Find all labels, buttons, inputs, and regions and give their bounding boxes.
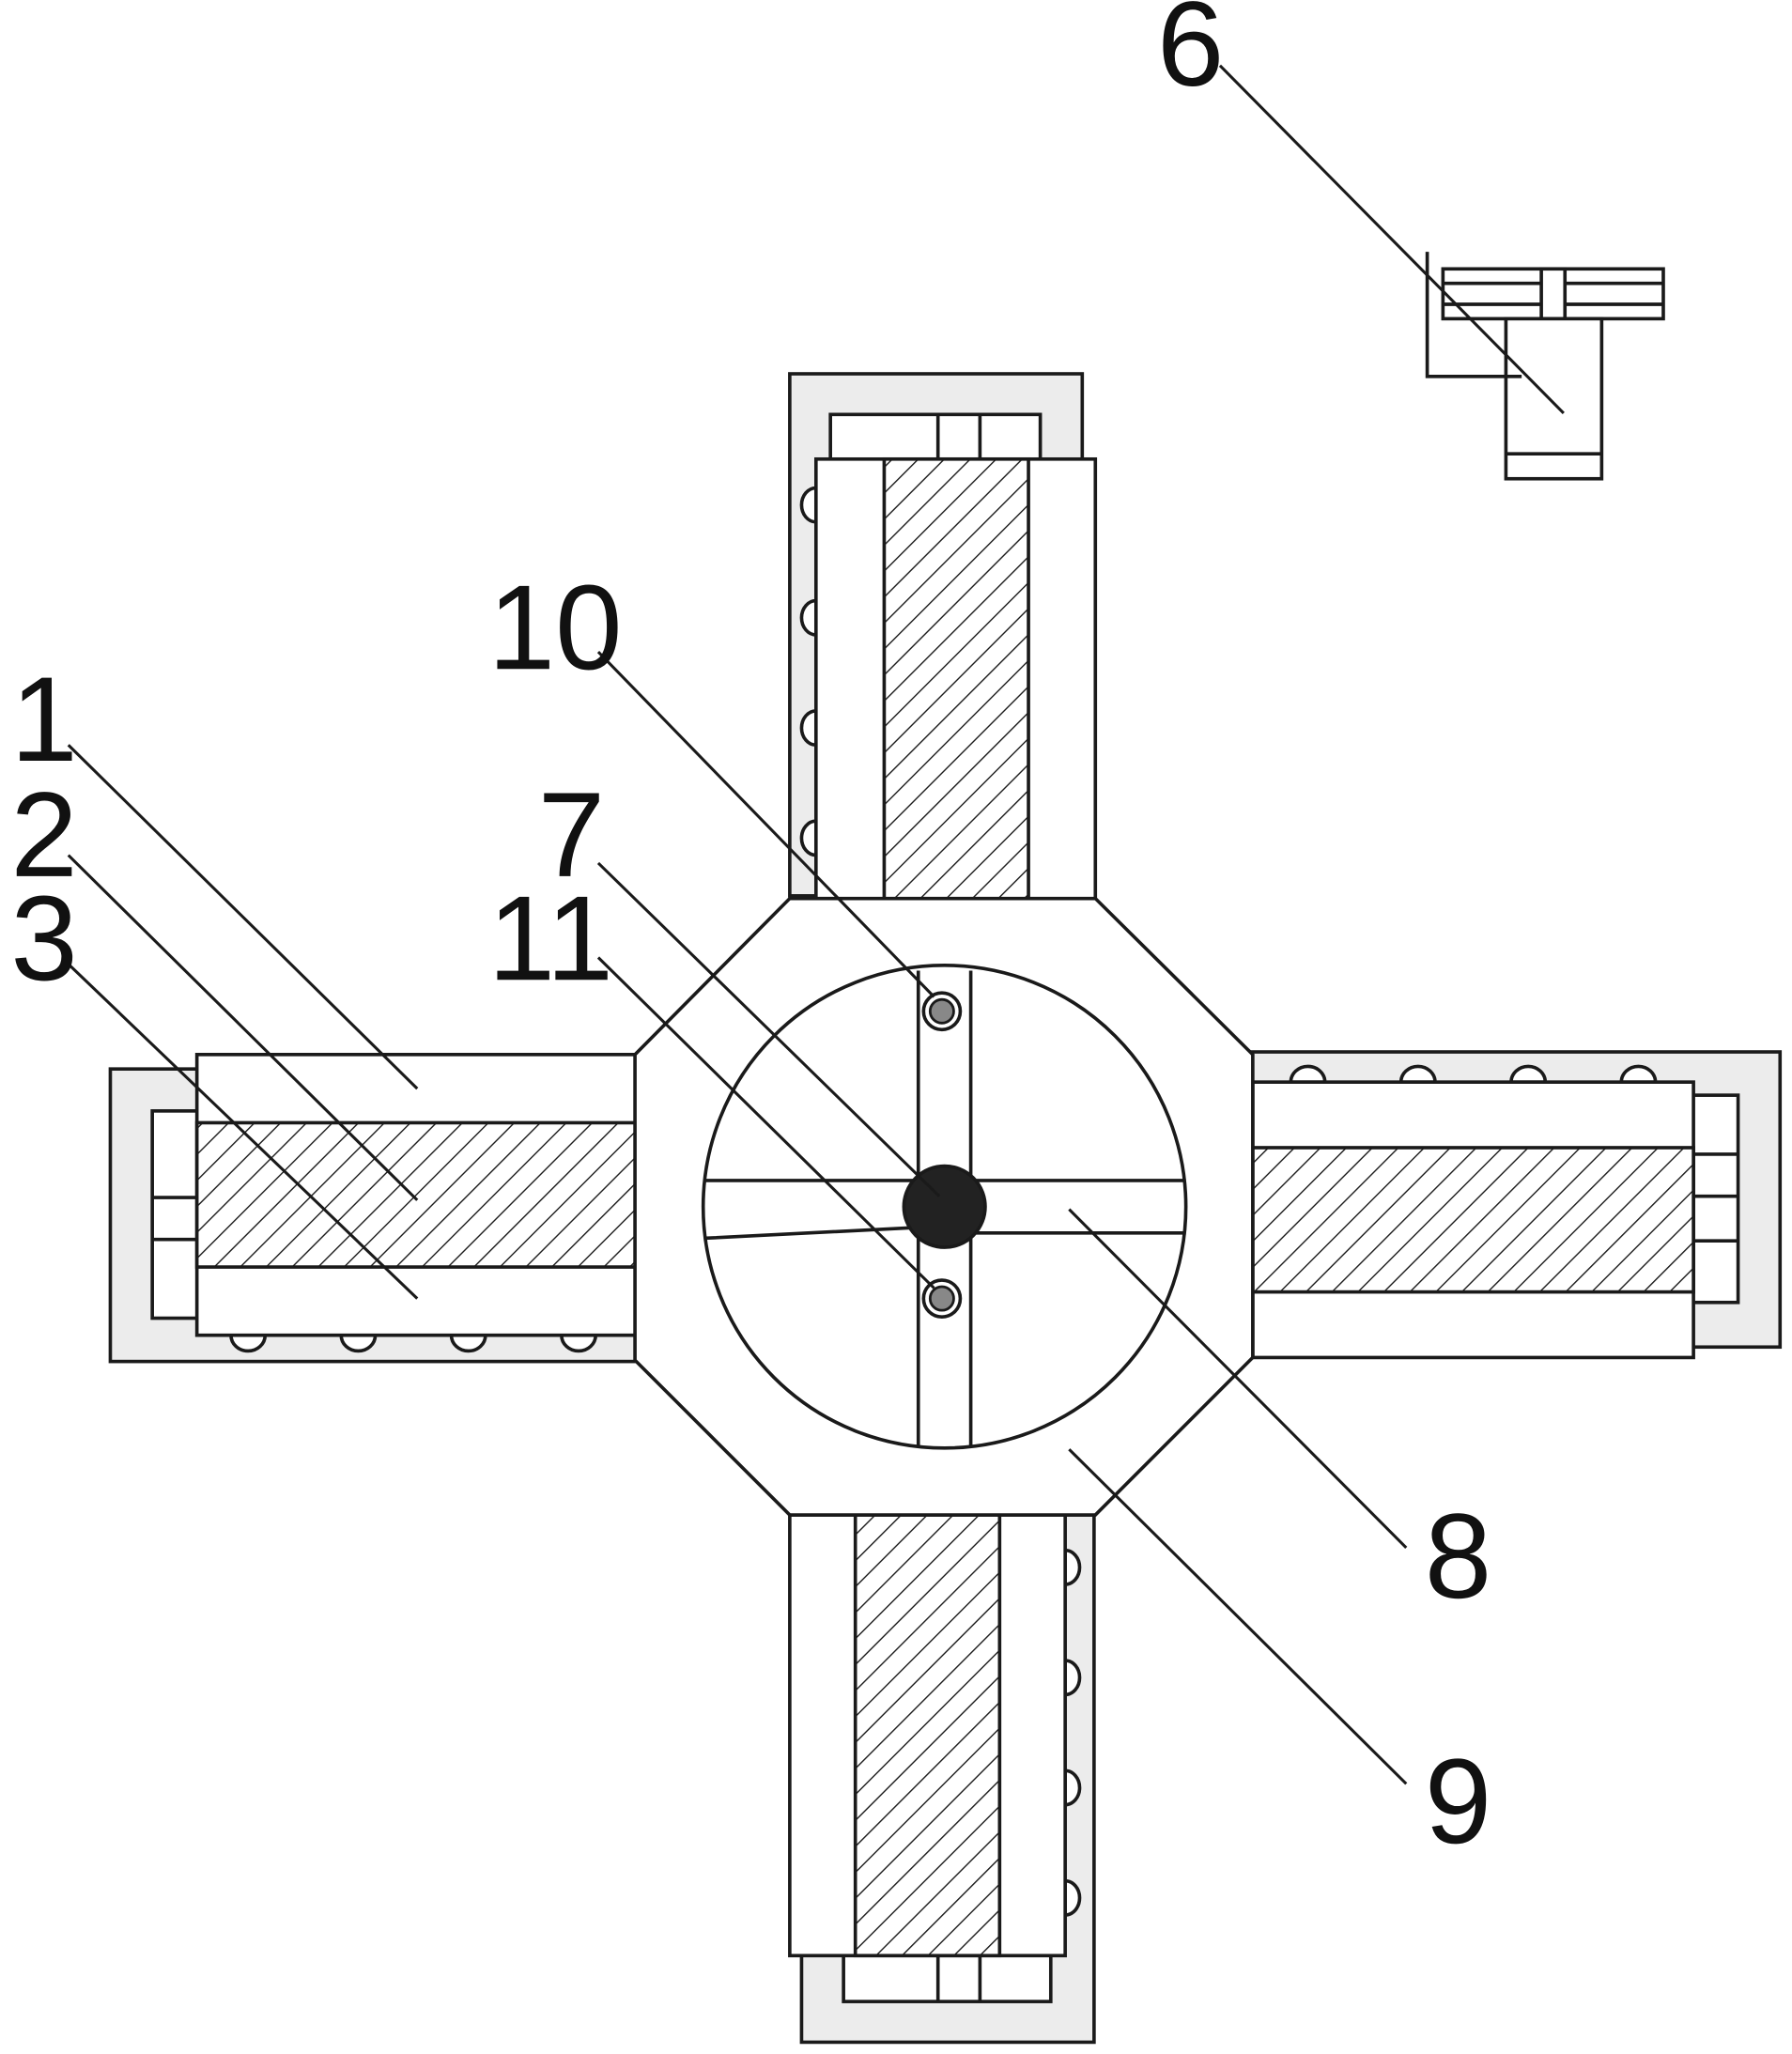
label-10: 10: [488, 561, 623, 695]
bottom-arm: [788, 1513, 1096, 2045]
right-arm: [1238, 1050, 1783, 1360]
label-6: 6: [1157, 0, 1224, 112]
top-arm: [788, 372, 1098, 902]
label-1: 1: [10, 653, 77, 787]
label-7: 7: [538, 768, 605, 903]
cross-bars: [705, 970, 1186, 1445]
bolt-upper: [921, 991, 963, 1032]
left-arm: [108, 1053, 640, 1364]
label-11: 11: [488, 872, 613, 1006]
label-9: 9: [1425, 1735, 1491, 1869]
label-3: 3: [10, 872, 77, 1006]
center-shaft: [902, 1164, 987, 1249]
leader-lines: [67, 64, 1565, 1785]
bolt-lower: [921, 1278, 963, 1319]
detail-6-part: [1425, 252, 1665, 481]
label-8: 8: [1425, 1490, 1491, 1624]
label-2: 2: [10, 768, 77, 903]
